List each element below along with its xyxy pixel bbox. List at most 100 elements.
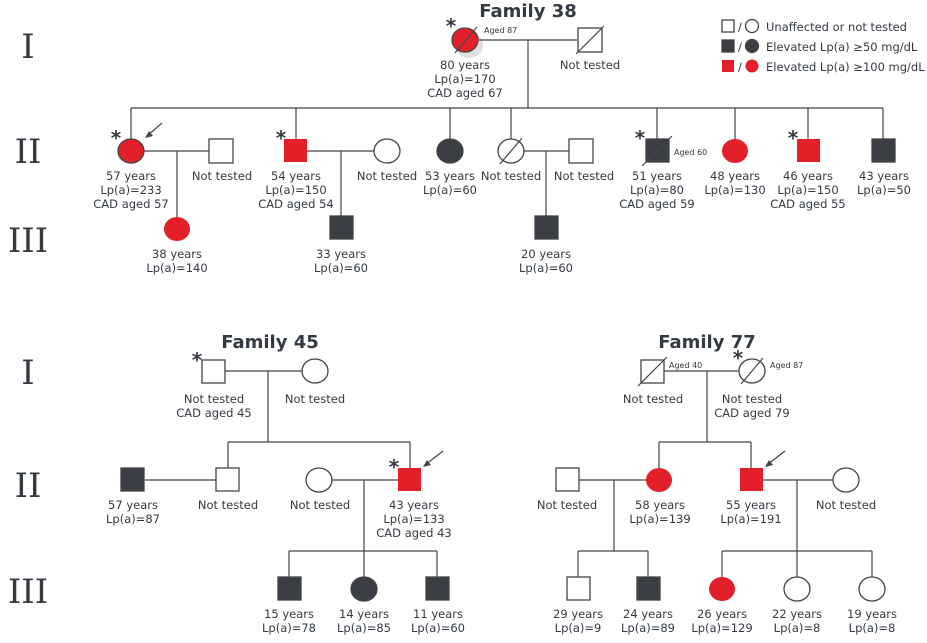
generation-label-2: II [15,132,42,172]
svg-text:CAD aged 54: CAD aged 54 [258,197,333,211]
svg-text:53 years: 53 years [425,169,475,183]
family-45: Family 45 * Not tested CAD aged 45 Not t… [106,332,465,635]
f77-II-4 [832,467,860,493]
svg-text:CAD aged 45: CAD aged 45 [176,406,251,420]
f38-II-10 [797,139,820,162]
f45-I-father [201,359,226,384]
svg-text:/: / [738,60,742,74]
svg-text:Not tested: Not tested [192,169,252,183]
svg-text:Lp(a)=150: Lp(a)=150 [777,183,838,197]
svg-text:Not tested: Not tested [285,392,345,406]
f38-II-9 [722,139,748,163]
svg-text:Lp(a)=191: Lp(a)=191 [720,512,781,526]
legend-label-elevated-50: Elevated Lp(a) ≥50 mg/dL [766,40,918,54]
svg-text:Lp(a)=233: Lp(a)=233 [100,183,161,197]
svg-text:Lp(a)=139: Lp(a)=139 [629,512,690,526]
legend-label-elevated-100: Elevated Lp(a) ≥100 mg/dL [766,60,925,74]
svg-text:Lp(a)=85: Lp(a)=85 [337,621,391,635]
legend-circle-elevated-50 [744,38,760,54]
svg-text:CAD aged 43: CAD aged 43 [376,526,451,540]
f45-III-2 [350,576,378,602]
svg-text:54 years: 54 years [271,169,321,183]
f77-III-5 [858,576,886,602]
svg-text:*: * [111,126,122,150]
generation-label-2-lower: II [15,466,42,506]
f77-III-2 [636,576,661,601]
svg-text:CAD aged 67: CAD aged 67 [427,86,502,100]
f38-III-1 [164,217,190,241]
f38-II-3 [284,139,307,162]
svg-text:CAD aged 59: CAD aged 59 [619,197,694,211]
f77-II-3 [740,468,763,491]
svg-text:43 years: 43 years [859,169,909,183]
age-tag: Aged 87 [484,26,517,35]
family-77-title: Family 77 [658,332,756,353]
legend-square-unaffected [721,19,735,33]
f38-II-7 [568,138,594,164]
svg-text:58 years: 58 years [635,498,685,512]
svg-text:22 years: 22 years [772,607,822,621]
svg-text:Lp(a)=60: Lp(a)=60 [519,261,573,275]
f38-II-5 [436,138,464,164]
svg-text:Aged 87: Aged 87 [770,361,803,370]
legend-label-unaffected: Unaffected or not tested [766,20,907,34]
svg-text:*: * [276,126,287,150]
f45-II-2 [215,467,240,492]
f77-II-2 [646,468,672,492]
svg-text:Lp(a)=129: Lp(a)=129 [691,621,752,635]
svg-text:20 years: 20 years [521,247,571,261]
generation-label-3: III [8,221,48,261]
svg-text:Lp(a)=60: Lp(a)=60 [423,183,477,197]
svg-text:Not tested: Not tested [560,58,620,72]
generation-label-1: I [21,27,34,67]
svg-text:46 years: 46 years [783,169,833,183]
f77-III-1 [566,576,591,601]
svg-text:Not tested: Not tested [537,498,597,512]
deceased-mark [454,26,478,54]
f77-II-1 [555,467,580,492]
f38-III-3 [534,215,559,240]
svg-text:55 years: 55 years [726,498,776,512]
svg-text:Aged 40: Aged 40 [669,361,702,370]
svg-text:CAD aged 57: CAD aged 57 [93,197,168,211]
f38-III-2 [329,215,354,240]
f38-II-2 [208,138,234,164]
svg-text:/: / [738,40,742,54]
svg-text:Not tested: Not tested [290,498,350,512]
svg-text:43 years: 43 years [389,498,439,512]
svg-text:*: * [733,346,744,370]
svg-text:CAD aged 55: CAD aged 55 [770,197,845,211]
legend: / Unaffected or not tested / Elevated Lp… [721,18,925,74]
svg-text:48 years: 48 years [710,169,760,183]
f38-II-11 [871,138,896,163]
svg-text:33 years: 33 years [316,247,366,261]
svg-text:11 years: 11 years [413,607,463,621]
svg-text:38 years: 38 years [152,247,202,261]
svg-text:Lp(a)=60: Lp(a)=60 [411,621,465,635]
f77-III-4 [783,576,811,602]
legend-circle-elevated-100 [745,59,759,73]
svg-text:/: / [738,20,742,34]
f45-I-mother [301,358,329,384]
svg-text:Not tested: Not tested [357,169,417,183]
svg-text:*: * [788,126,799,150]
f77-III-3 [709,577,735,601]
svg-text:Lp(a)=150: Lp(a)=150 [265,183,326,197]
svg-text:26 years: 26 years [697,607,747,621]
svg-text:Lp(a)=89: Lp(a)=89 [621,621,675,635]
f45-II-1 [120,467,145,492]
generation-label-3-lower: III [8,572,48,612]
svg-text:29 years: 29 years [553,607,603,621]
f45-III-3 [425,576,450,601]
f45-II-3 [305,467,333,493]
svg-text:Not tested: Not tested [184,392,244,406]
legend-square-elevated-100 [722,60,734,72]
f38-II-4 [373,138,401,164]
svg-text:*: * [389,455,400,479]
svg-text:*: * [635,126,646,150]
svg-text:51 years: 51 years [632,169,682,183]
f45-III-1 [277,576,302,601]
svg-text:Lp(a)=87: Lp(a)=87 [106,512,160,526]
svg-text:Lp(a)=8: Lp(a)=8 [774,621,821,635]
